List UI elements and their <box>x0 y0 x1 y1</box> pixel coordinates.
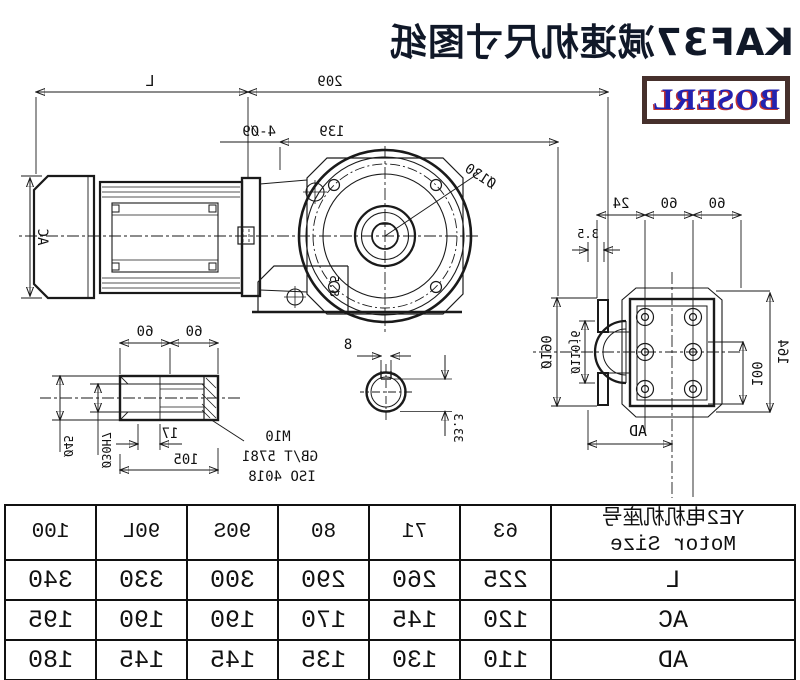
table-row-l: L 225 260 290 300 330 340 <box>5 560 795 600</box>
cell-ac-80: 170 <box>278 600 369 640</box>
cell-l-80: 290 <box>278 560 369 600</box>
dim-label-hub-dia: Ø190 <box>537 335 553 369</box>
cell-ad-90s: 145 <box>187 640 278 680</box>
dim-label-17: 17 <box>162 426 179 442</box>
cell-l-90s: 300 <box>187 560 278 600</box>
motor-size-header: YE2电机机座号 Motor Size <box>551 505 795 560</box>
row-label-ad: AD <box>551 640 795 680</box>
row-label-ac: AC <box>551 600 795 640</box>
cell-l-90l: 330 <box>96 560 187 600</box>
dim-label-3-5: 3.5 <box>577 227 599 241</box>
dim-label-33-3: 33.3 <box>451 414 465 443</box>
cell-ad-63: 110 <box>460 640 551 680</box>
cell-ad-100: 180 <box>5 640 96 680</box>
cell-ac-90s: 190 <box>187 600 278 640</box>
cell-ac-90l: 190 <box>96 600 187 640</box>
cell-ac-63: 120 <box>460 600 551 640</box>
motor-size-header-en: Motor Size <box>609 533 737 557</box>
side-view: 60 60 24 3.5 Ø110j6 Ø190 164 1 <box>532 196 790 498</box>
size-col-63: 63 <box>460 505 551 560</box>
thread-label: M10 <box>265 429 290 445</box>
dim-label-209: 209 <box>317 74 342 90</box>
size-col-100: 100 <box>5 505 96 560</box>
dim-label-100: 100 <box>748 361 764 386</box>
dim-label-60a: 60 <box>709 196 726 212</box>
row-label-l: L <box>551 560 795 600</box>
size-col-90l: 90L <box>96 505 187 560</box>
dim-label-139: 139 <box>319 124 344 140</box>
cell-ac-100: 195 <box>5 600 96 640</box>
dim-label-105: 105 <box>173 452 198 468</box>
cell-ad-90l: 145 <box>96 640 187 680</box>
dim-label-key-8: 8 <box>344 337 352 353</box>
cell-l-71: 260 <box>369 560 460 600</box>
dim-label-bore-fit: Ø30H7 <box>99 432 113 468</box>
dim-label-24: 24 <box>613 196 630 212</box>
dim-label-foot: 8.5 <box>327 275 341 297</box>
dim-label-flange-dia: Ø130 <box>462 161 499 193</box>
dimension-table: YE2电机机座号 Motor Size 63 71 80 90S 90L 100… <box>4 504 796 680</box>
technical-drawing: 209 L 139 4-Ø9 Ø130 AC 8.5 <box>16 72 790 498</box>
dim-label-bolt-holes: 4-Ø9 <box>242 124 276 140</box>
dim-label-shaft-60a: 60 <box>186 324 203 340</box>
shaft-view: 60 60 Ø45 Ø30H7 17 105 M10 <box>40 324 318 485</box>
size-col-90s: 90S <box>187 505 278 560</box>
size-col-71: 71 <box>369 505 460 560</box>
table-row-ac: AC 120 145 170 190 190 195 <box>5 600 795 640</box>
cell-ad-80: 135 <box>278 640 369 680</box>
dim-label-ad: AD <box>629 422 647 440</box>
table-row-ad: AD 110 130 135 145 145 180 <box>5 640 795 680</box>
dim-label-bore-dia: Ø45 <box>61 435 75 457</box>
dim-label-shaft-60b: 60 <box>137 324 154 340</box>
cell-l-100: 340 <box>5 560 96 600</box>
key-section-view: 8 33.3 <box>344 337 465 442</box>
motor-size-header-cn: YE2电机机座号 <box>601 508 745 532</box>
cell-ad-71: 130 <box>369 640 460 680</box>
size-col-80: 80 <box>278 505 369 560</box>
standard-label-iso: ISO 4018 <box>248 469 315 485</box>
dim-label-164: 164 <box>774 339 790 364</box>
cell-l-63: 225 <box>460 560 551 600</box>
standard-label-gb: GB/T 5781 <box>242 449 318 465</box>
table-header-row: YE2电机机座号 Motor Size 63 71 80 90S 90L 100 <box>5 505 795 560</box>
dim-label-spigot-dia: Ø110j6 <box>568 330 582 373</box>
main-view: 209 L 139 4-Ø9 Ø130 AC 8.5 <box>16 72 608 332</box>
dim-label-ac: AC <box>34 229 50 246</box>
cell-ac-71: 145 <box>369 600 460 640</box>
dim-label-l: L <box>145 72 154 90</box>
dim-label-60b: 60 <box>661 196 678 212</box>
